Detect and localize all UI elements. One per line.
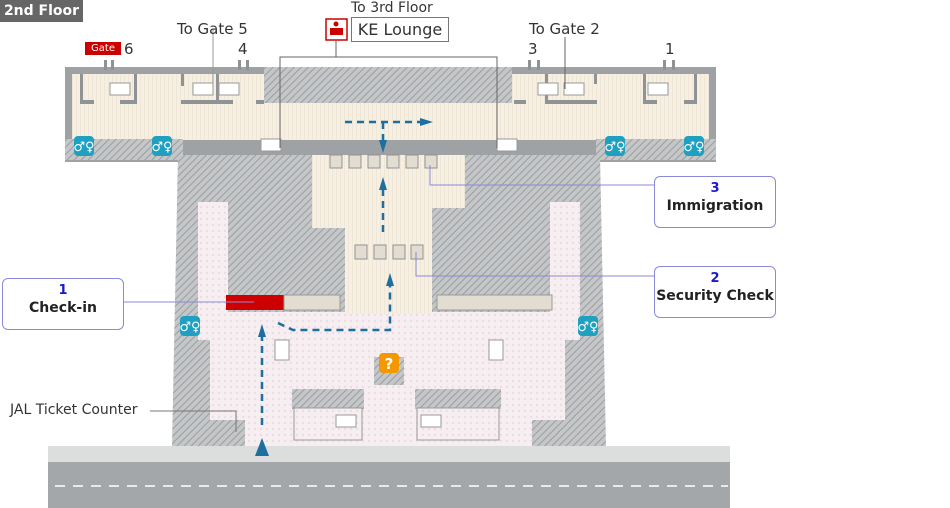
- curb: [48, 446, 730, 462]
- svg-text:♂♀: ♂♀: [73, 140, 94, 155]
- gate-badge: Gate: [85, 42, 121, 55]
- svg-text:♂♀: ♂♀: [604, 140, 625, 155]
- arrow-up-icon: [255, 438, 269, 456]
- arrow-down-icon: [379, 140, 387, 153]
- shop-right: [415, 389, 501, 409]
- gate-3-label: 3: [528, 40, 538, 58]
- immigration-booths: [329, 154, 438, 169]
- to-gate-2-label: To Gate 2: [529, 20, 600, 38]
- shop-left: [292, 389, 364, 409]
- security-corridor: [312, 155, 465, 313]
- gate-1-label: 1: [665, 40, 675, 58]
- gate-4-label: 4: [238, 40, 248, 58]
- corridor-exit: [345, 300, 432, 314]
- right-column-floor: [550, 202, 580, 314]
- road: [48, 462, 730, 508]
- arrow-right-icon: [420, 118, 433, 126]
- leader-lines: [124, 30, 654, 432]
- restroom-icon: ♂♀: [151, 136, 173, 156]
- svg-text:♂♀: ♂♀: [179, 320, 200, 335]
- callout-check-in: 1 Check-in: [2, 278, 124, 330]
- restroom-icon: ♂♀: [683, 136, 705, 156]
- ke-lounge-label: KE Lounge: [351, 17, 449, 42]
- svg-text:♂♀: ♂♀: [577, 320, 598, 335]
- arrow-up-icon: [379, 177, 387, 190]
- svg-text:♂♀: ♂♀: [683, 140, 704, 155]
- callout-number: 3: [710, 181, 720, 196]
- jal-ticket-counter-label: JAL Ticket Counter: [10, 402, 138, 418]
- callout-security-check: 2 Security Check: [654, 266, 776, 318]
- restroom-icon: ♂♀: [179, 316, 201, 336]
- callout-immigration: 3 Immigration: [654, 176, 776, 228]
- callout-name: Check-in: [29, 300, 97, 316]
- escalators: [109, 82, 669, 428]
- right-counter: [436, 294, 553, 311]
- callout-number: 2: [710, 271, 720, 286]
- floor-title: 2nd Floor: [0, 0, 83, 22]
- route-path: [260, 120, 422, 425]
- arrow-up-icon: [258, 324, 266, 337]
- to-3rd-floor-label: To 3rd Floor: [351, 0, 433, 16]
- gate-6-label: 6: [124, 40, 134, 58]
- left-column-floor: [198, 202, 228, 314]
- checkin-counter-ke: [226, 295, 284, 310]
- restroom-icons: ♂♀ ♂♀ ♂♀ ♂♀ ♂♀ ♂♀: [73, 136, 705, 336]
- security-booths: [354, 244, 424, 260]
- information-icon: ?: [379, 353, 399, 373]
- route-arrowheads: [255, 118, 433, 456]
- restroom-icon: ♂♀: [604, 136, 626, 156]
- callout-name: Security Check: [656, 288, 774, 304]
- callout-name: Immigration: [666, 198, 764, 214]
- upper-center-block: [264, 67, 512, 103]
- svg-text:♂♀: ♂♀: [151, 140, 172, 155]
- arrow-up-icon: [386, 273, 394, 286]
- to-gate-5-label: To Gate 5: [177, 20, 248, 38]
- lounge-icon: [325, 18, 348, 41]
- callout-number: 1: [58, 283, 68, 298]
- svg-text:?: ?: [385, 355, 394, 373]
- restroom-icon: ♂♀: [577, 316, 599, 336]
- checkin-counter: [283, 294, 341, 311]
- restroom-icon: ♂♀: [73, 136, 95, 156]
